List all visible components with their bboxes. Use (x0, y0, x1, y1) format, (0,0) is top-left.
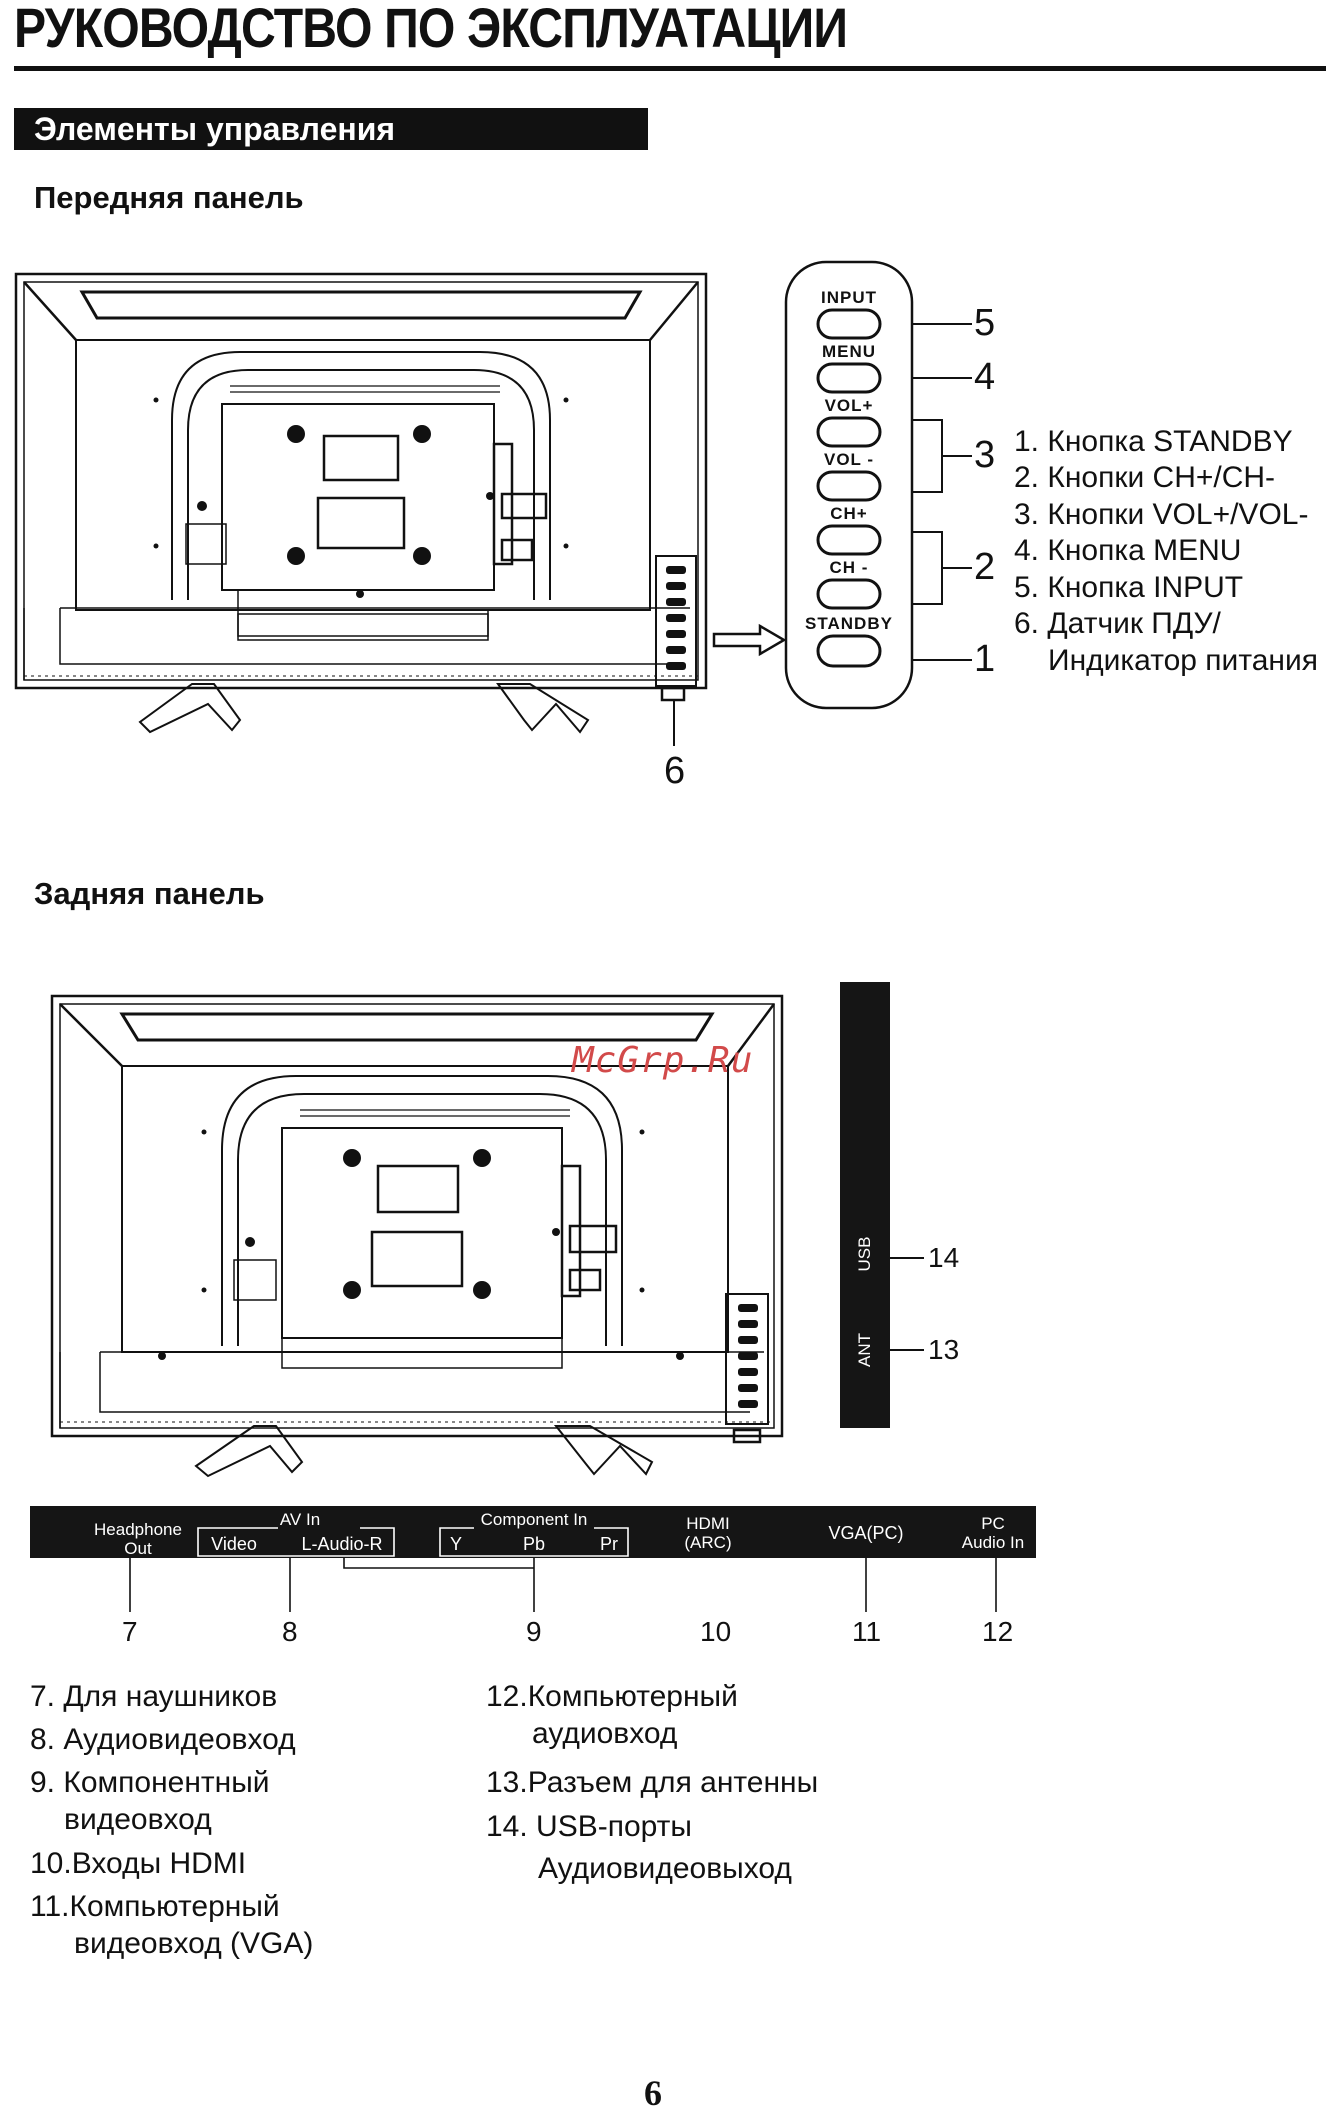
page-header-title: РУКОВОДСТВО ПО ЭКСПЛУАТАЦИИ (14, 0, 848, 59)
legend-item-6-cont: Индикатор питания (1048, 644, 1318, 677)
keypad-label-ch-minus: CH - (829, 558, 869, 577)
port-hdmi: HDMI (ARC) (670, 1514, 746, 1552)
port-pc-line2: Audio In (961, 1533, 1025, 1552)
port-number-11: 11 (852, 1616, 882, 1647)
callout-1: 1 (974, 638, 996, 680)
callout-4: 4 (974, 356, 996, 398)
port-component-y: Y (449, 1534, 462, 1554)
port-number-12: 12 (982, 1616, 1014, 1647)
port-pc-line1: PC (981, 1514, 1005, 1533)
port-number-9: 9 (526, 1616, 542, 1647)
keypad-label-standby: STANDBY (805, 614, 893, 633)
section-title-bar: Элементы управления (14, 108, 648, 150)
legend-item-3: 3. Кнопки VOL+/VOL- (1014, 498, 1309, 531)
keypad-label-vol-plus: VOL+ (824, 396, 874, 415)
port-number-10: 10 (700, 1616, 732, 1647)
rear-list-item-14: 14. USB-порты (486, 1810, 692, 1843)
port-vga: VGA(PC) (828, 1523, 904, 1543)
rear-list-item-9: 9. Компонентный (30, 1766, 270, 1799)
port-video: Video (211, 1534, 257, 1554)
keypad-label-vol-minus: VOL - (823, 450, 875, 469)
port-number-8: 8 (282, 1616, 298, 1647)
rear-list-item-8: 8. Аудиовидеовход (30, 1723, 296, 1756)
watermark: McGrp.Ru (572, 1040, 754, 1081)
port-av-in-title: AV In (279, 1510, 321, 1529)
front-panel-heading: Передняя панель (34, 180, 304, 215)
legend-item-5: 5. Кнопка INPUT (1014, 571, 1244, 604)
legend-item-6: 6. Датчик ПДУ/ (1014, 607, 1221, 640)
port-headphone-out: Headphone Out (78, 1520, 198, 1558)
port-number-7: 7 (122, 1616, 138, 1647)
port-number-14: 14 (928, 1242, 960, 1273)
rear-list-item-11: 11.Компьютерный (30, 1890, 280, 1923)
callout-6: 6 (664, 750, 686, 792)
side-port-strip (840, 982, 890, 1428)
rear-list-item-14-cont: Аудиовидеовыход (538, 1852, 792, 1885)
legend-item-1: 1. Кнопка STANDBY (1014, 425, 1293, 458)
port-component-pr: Pr (600, 1534, 618, 1554)
port-headphone-line1: Headphone (94, 1520, 182, 1539)
port-hdmi-line1: HDMI (686, 1514, 730, 1533)
header-rule (14, 66, 1326, 71)
port-number-13: 13 (928, 1334, 960, 1365)
rear-list-item-13: 13.Разъем для антенны (486, 1766, 819, 1799)
port-hdmi-line2: (ARC) (684, 1533, 732, 1552)
keypad-label-input: INPUT (821, 288, 877, 307)
rear-list-item-10: 10.Входы HDMI (30, 1847, 247, 1880)
legend-item-2: 2. Кнопки CH+/CH- (1014, 461, 1276, 494)
port-headphone-line2: Out (124, 1539, 152, 1558)
keypad-label-menu: MENU (821, 342, 877, 361)
page-number: 6 (644, 2073, 662, 2113)
port-l-audio-r: L-Audio-R (301, 1534, 383, 1554)
legend-item-4: 4. Кнопка MENU (1014, 534, 1242, 567)
port-component-pb: Pb (522, 1534, 546, 1554)
port-pc-audio-in: PC Audio In (950, 1514, 1036, 1552)
rear-list-item-7: 7. Для наушников (30, 1680, 278, 1713)
keypad-label-ch-plus: CH+ (830, 504, 868, 523)
rear-list-item-9-cont: видеовход (64, 1803, 212, 1836)
rear-panel-heading: Задняя панель (34, 876, 265, 911)
callout-5: 5 (974, 302, 996, 344)
rear-list-item-12-cont: аудиовход (532, 1717, 678, 1750)
rear-list-item-12: 12.Компьютерный (486, 1680, 738, 1713)
callout-3: 3 (974, 434, 996, 476)
rear-list-item-11-cont: видеовход (VGA) (74, 1927, 314, 1960)
callout-2: 2 (974, 546, 996, 588)
port-component-title: Component In (480, 1510, 588, 1529)
